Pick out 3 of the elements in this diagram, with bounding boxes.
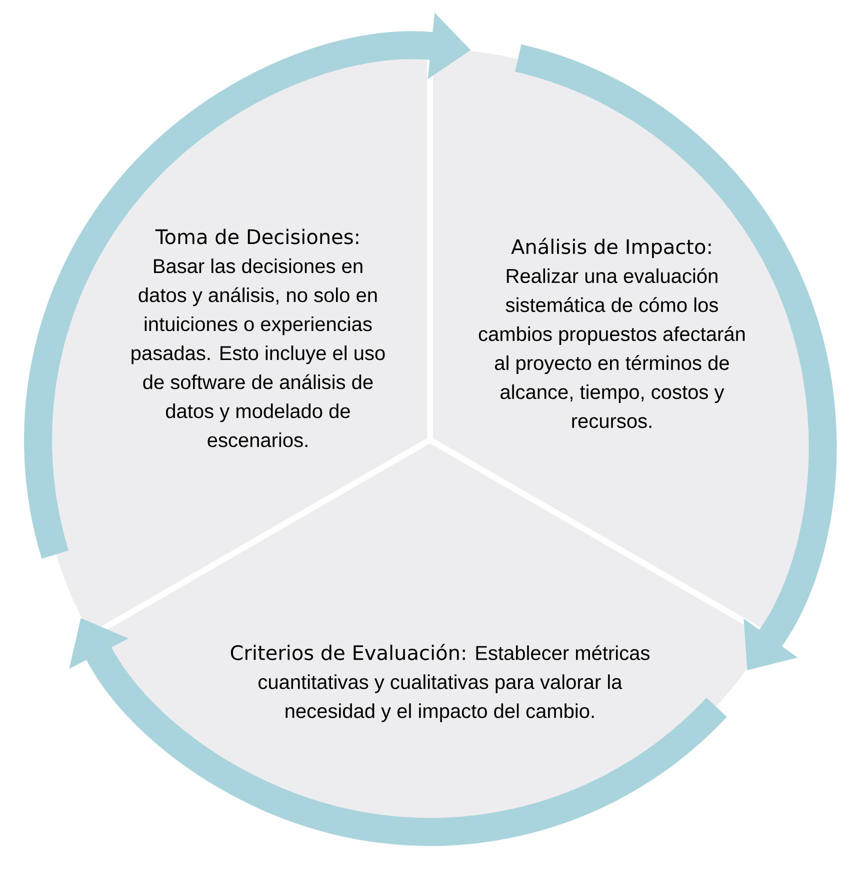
- sector-text: Análisis de Impacto: Realizar una evaluación sistemática de cómo los cambios propuestos afectarán al proyecto en términos de alcance, tiempo, costos y recursos.: [478, 238, 745, 428]
- sector-text: Toma de Decisiones: Basar las decisiones en datos y análisis, no solo en intuiciones o experiencias pasadas. Esto incluye el uso de software de análisis de datos y modelado de escenarios.: [132, 228, 385, 448]
- sector-text: Criterios de Evaluación: Establecer métricas cuantitativas y cualitativas para valorar la necesidad y el impacto del cambio.: [230, 644, 650, 722]
